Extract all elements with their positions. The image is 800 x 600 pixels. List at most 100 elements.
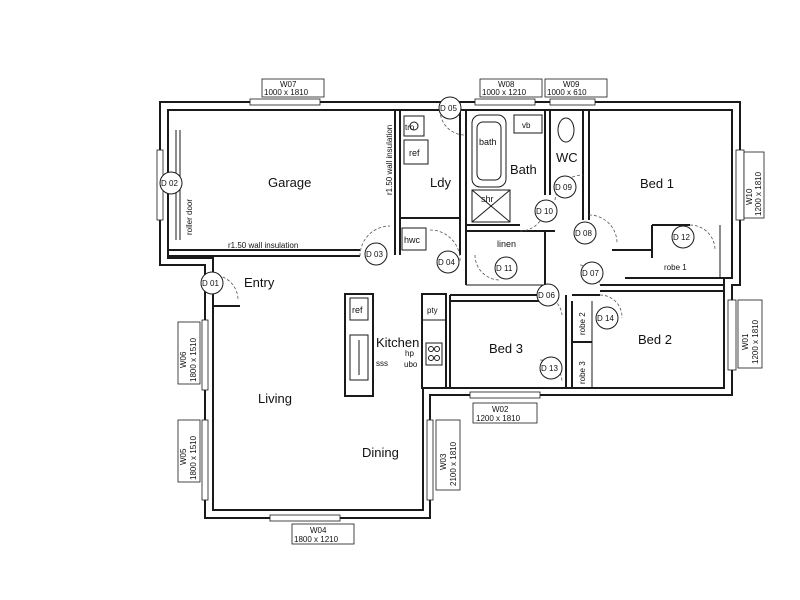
door-d07: D 07 [580,261,604,285]
label-sss: sss [376,359,388,368]
label-shr: shr [481,194,494,204]
svg-text:1200 x 1810: 1200 x 1810 [754,171,763,216]
room-labels: Garage Ldy Bath WC Bed 1 Entry Kitchen B… [244,150,674,460]
svg-text:D 09: D 09 [555,183,572,192]
window-w10: W10 1200 x 1810 [743,151,765,219]
door-d09: D 09 [553,175,577,199]
svg-text:1000 x 610: 1000 x 610 [547,88,587,97]
label-linen: linen [497,239,516,249]
door-d08: D 08 [573,221,597,245]
door-d14: D 14 [595,306,619,330]
svg-text:D 08: D 08 [575,229,592,238]
door-d11: D 11 [494,256,518,280]
svg-text:1200 x 1810: 1200 x 1810 [751,319,760,364]
svg-text:D 05: D 05 [440,104,457,113]
room-dining: Dining [362,445,399,460]
window-w04: W04 1800 x 1210 [291,523,355,545]
svg-text:1800 x 1510: 1800 x 1510 [189,435,198,480]
svg-text:W09: W09 [563,80,580,89]
room-entry: Entry [244,275,275,290]
svg-text:D 13: D 13 [541,364,558,373]
door-d01: D 01 [200,271,224,295]
trough [403,115,425,137]
toilet [557,117,575,143]
window-w02: W02 1200 x 1810 [472,402,538,424]
door-tags: D 01 D 02 D 03 D 04 D 05 D 06 D 07 D 08 … [159,96,695,380]
window-labels: W07 1000 x 1810 W08 1000 x 1210 W09 1000… [177,78,765,545]
room-laundry: Ldy [430,175,451,190]
shower [471,189,511,223]
door-d12: D 12 [671,225,695,249]
svg-text:1800 x 1510: 1800 x 1510 [189,337,198,382]
label-robe1: robe 1 [664,263,687,272]
vanity-basin [513,114,543,134]
fixtures [175,114,575,251]
svg-text:D 01: D 01 [202,279,219,288]
svg-text:D 10: D 10 [536,207,553,216]
window-w05: W05 1800 x 1510 [177,419,201,483]
door-d05: D 05 [438,96,462,120]
label-pty: pty [427,306,438,315]
room-wc: WC [556,150,578,165]
bathtub [471,114,507,188]
svg-text:D 06: D 06 [538,291,555,300]
interior-walls [168,110,724,397]
svg-text:W03: W03 [439,453,448,470]
door-d03: D 03 [364,242,388,266]
label-hwc: hwc [404,235,421,245]
notes: r1.50 wall insulation r1.50 wall insulat… [228,125,394,250]
svg-text:D 02: D 02 [161,179,178,188]
svg-text:2100 x 1810: 2100 x 1810 [449,441,458,486]
label-bath-tub: bath [479,137,497,147]
svg-text:W05: W05 [179,448,188,465]
svg-text:D 03: D 03 [366,250,383,259]
svg-text:1800 x 1210: 1800 x 1210 [294,535,339,544]
fixture-labels: tro ref hwc bath vb shr linen ref pty hp… [185,121,687,384]
svg-text:D 07: D 07 [582,269,599,278]
label-robe2: robe 2 [578,312,587,335]
label-ubo: ubo [404,360,418,369]
window-w06: W06 1800 x 1510 [177,321,201,385]
note-insulation-horizontal: r1.50 wall insulation [228,241,298,250]
svg-text:1000 x 1210: 1000 x 1210 [482,88,527,97]
room-living: Living [258,391,292,406]
svg-text:D 12: D 12 [673,233,690,242]
room-bed3: Bed 3 [489,341,523,356]
svg-text:1200 x 1810: 1200 x 1810 [476,414,521,423]
svg-text:W04: W04 [310,526,327,535]
laundry-fridge [403,139,429,165]
svg-text:D 14: D 14 [597,314,614,323]
room-bed2: Bed 2 [638,332,672,347]
door-d10: D 10 [534,199,558,223]
label-tro: tro [405,123,415,132]
door-d06: D 06 [536,283,560,307]
room-bath: Bath [510,162,537,177]
svg-text:D 04: D 04 [438,258,455,267]
window-w07: W07 1000 x 1810 [261,78,325,98]
svg-text:W06: W06 [179,351,188,368]
svg-text:W01: W01 [741,333,750,350]
window-w09: W09 1000 x 610 [544,78,608,98]
svg-text:W07: W07 [280,80,297,89]
room-garage: Garage [268,175,311,190]
door-d02: D 02 [159,171,183,195]
door-d13: D 13 [539,356,563,380]
hot-water-cylinder [401,227,427,251]
label-ref-ldy: ref [409,148,420,158]
note-insulation-vertical: r1.50 wall insulation [385,125,394,195]
svg-text:W08: W08 [498,80,515,89]
room-kitchen: Kitchen [376,335,419,350]
svg-text:D 11: D 11 [496,264,513,273]
door-d04: D 04 [436,250,460,274]
window-w03: W03 2100 x 1810 [435,419,461,491]
window-w01: W01 1200 x 1810 [737,299,763,369]
window-w08: W08 1000 x 1210 [479,78,543,98]
label-ref-kitchen: ref [352,305,363,315]
label-robe3: robe 3 [578,361,587,384]
svg-text:1000 x 1810: 1000 x 1810 [264,88,309,97]
svg-text:W10: W10 [745,188,754,205]
label-hp: hp [405,349,414,358]
label-roller-door: roller door [185,199,194,235]
label-vb: vb [522,121,531,130]
